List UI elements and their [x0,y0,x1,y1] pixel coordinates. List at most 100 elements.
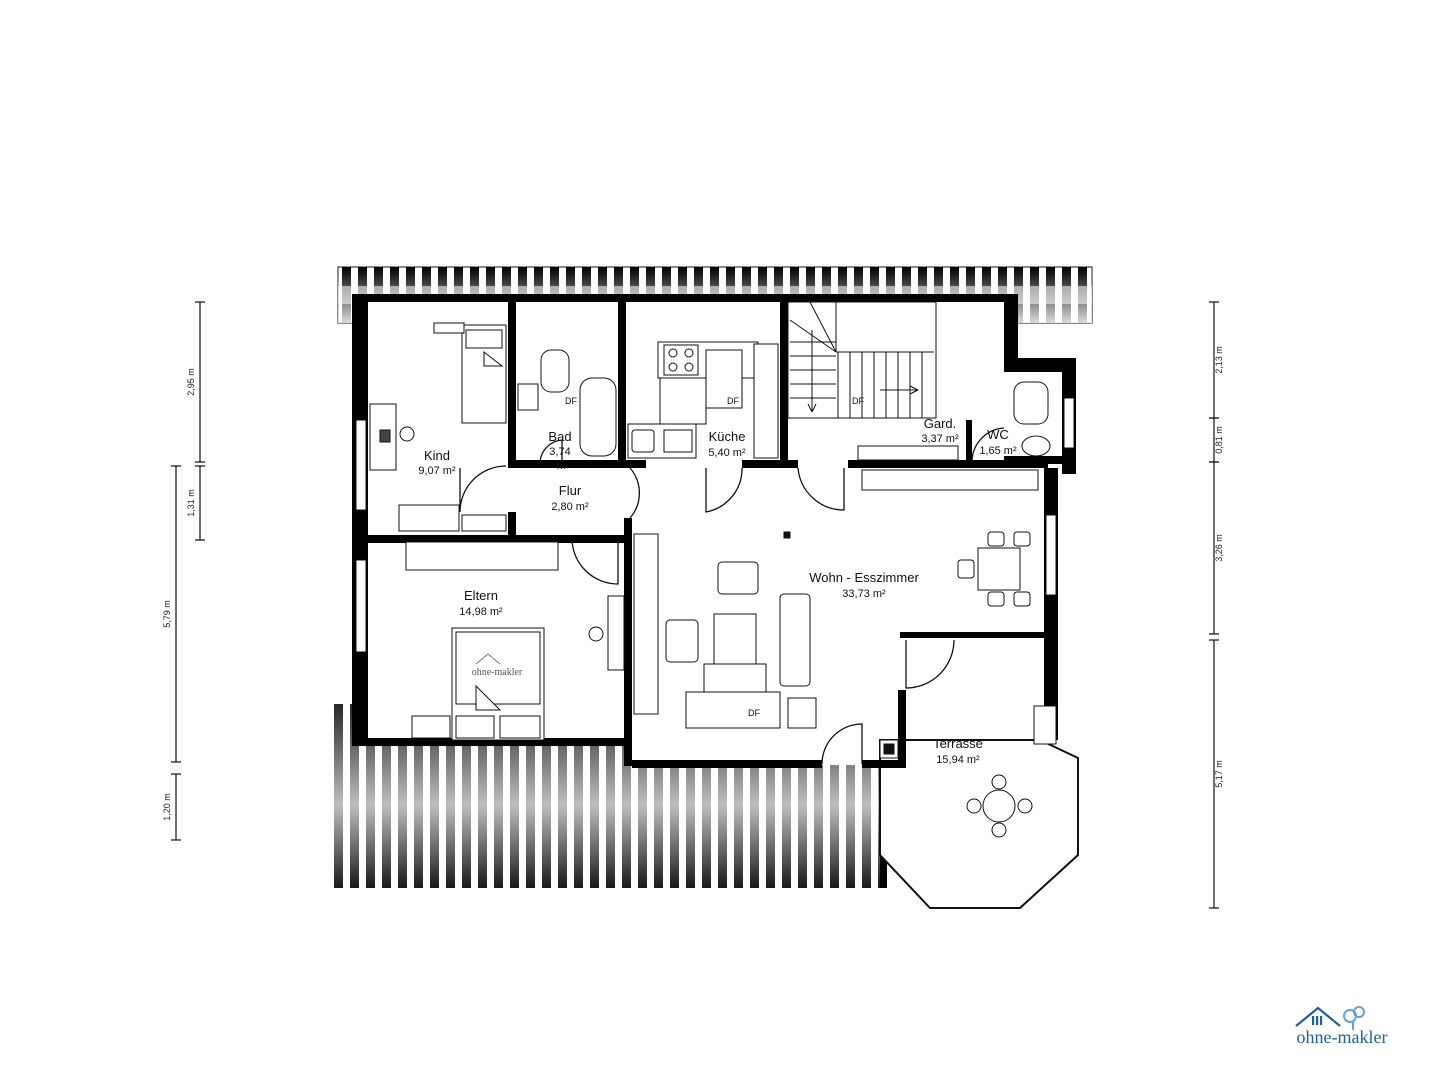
room-kind-area: 9,07 m² [418,465,456,477]
df-markers: DF DF DF DF [565,396,864,718]
bathtub [579,377,617,457]
dimension-label: 5,17 m [1214,760,1224,788]
room-wc-name: WC [987,427,1009,442]
door-bad [539,439,563,463]
sofa-2 [685,691,781,729]
room-gard-area: 3,37 m² [921,433,959,445]
wall-bad-kueche [618,300,626,466]
wc-sink [1021,435,1051,457]
door-terrace [905,639,955,689]
dimension-label: 2,13 m [1214,346,1224,374]
wc-toilet [1013,381,1049,425]
door-gard [797,467,845,511]
wall-terrace-side [898,690,906,768]
wall-right-upper [1004,300,1018,360]
room-bad-name: Bad [548,429,571,444]
door-kind [459,465,507,513]
wall-kind-flur [508,512,516,538]
wall-top [352,294,1018,302]
room-terrasse-name: Terrasse [933,736,983,751]
wall-left [352,300,368,740]
dimension-label: 3,26 m [1214,534,1224,562]
wall-flur-living [624,518,632,766]
nightstand-left [411,715,451,739]
room-eltern-area: 14,98 m² [459,606,503,618]
coffee-table [713,613,757,671]
eltern-wardrobe [405,541,559,571]
wall-gard-bottom [848,460,1048,468]
door-flur-living [629,467,640,519]
kitchen-tall-cabinet [753,343,779,459]
terrace-pillar [1033,705,1057,745]
armchair-1 [717,561,759,595]
window-living [1045,514,1057,596]
sofa [779,593,811,687]
wall-kind-bad [508,300,516,466]
eltern-desk [607,595,625,671]
room-kind-name: Kind [424,448,450,463]
bed-logo-text: ohne-makler [472,667,523,678]
ohne-makler-logo: ohne-makler [1295,1006,1388,1047]
dimension-lines: 2,95 m 1,31 m 5,79 m 1,20 m 2,13 m 0,81 m 3,26… [162,301,1224,909]
room-flur-area: 2,80 m² [551,501,589,513]
dimension-label: 1,20 m [162,793,172,821]
wall-kueche-stair [780,300,788,466]
side-table [787,697,817,729]
gard-closet [857,445,959,461]
room-eltern-name: Eltern [464,588,498,603]
armchair-2 [665,619,699,663]
df-kueche: DF [727,396,739,406]
dimension-label: 2,95 m [186,368,196,396]
column-marker [783,531,791,539]
doors [459,427,1005,765]
terrace-table [982,789,1016,823]
wall-terrace-top [900,632,1048,638]
living-sideboard [861,469,1039,491]
df-bad: DF [565,396,577,406]
staircase [787,301,937,419]
wall-bottom-living-2 [862,760,904,768]
kind-cabinet [398,504,460,532]
door-eltern [571,539,619,585]
brand-name: ohne-makler [1297,1027,1388,1047]
dimension-label: 5,79 m [162,600,172,628]
monitor-icon [379,429,391,443]
bed-logo: ohne-makler [472,653,523,678]
stove [663,344,699,376]
df-living: DF [748,708,760,718]
chair-icon-2 [588,626,604,642]
furniture [369,322,1057,838]
room-labels: Kind 9,07 m² Bad 3,74 m² Küche 5,40 m² G… [418,416,1017,766]
fridge [705,349,743,409]
bed-cover-fold [483,350,504,367]
room-terrasse-area: 15,94 m² [936,754,980,766]
window-kind [355,419,367,511]
room-bad-area-1: 3,74 [549,446,570,458]
wall-right [1044,468,1058,740]
drainboard [663,429,693,453]
wall-flur-top [508,460,646,468]
kitchen-counter-left [659,377,707,425]
door-wc [971,427,1005,463]
wall-kueche-bottom [742,460,798,468]
kind-shelf [433,322,465,334]
dimension-label: 1,31 m [186,489,196,517]
room-flur-name: Flur [559,483,582,498]
window-eltern [355,559,367,653]
room-kueche-area: 5,40 m² [708,447,746,459]
wall-kind-eltern [368,535,630,543]
windows [355,397,1075,653]
room-bad-area-2: m² [557,460,570,472]
wall-gard-wc [966,420,972,462]
door-living-bottom [821,723,863,765]
wall-bottom-left [352,738,632,746]
dining-table [977,547,1021,591]
bad-sink [517,383,539,411]
window-wc [1063,397,1075,449]
room-kueche-name: Küche [709,429,746,444]
living-shelf [633,533,659,715]
dimension-label: 0,81 m [1214,426,1224,454]
bad-toilet [540,349,570,393]
